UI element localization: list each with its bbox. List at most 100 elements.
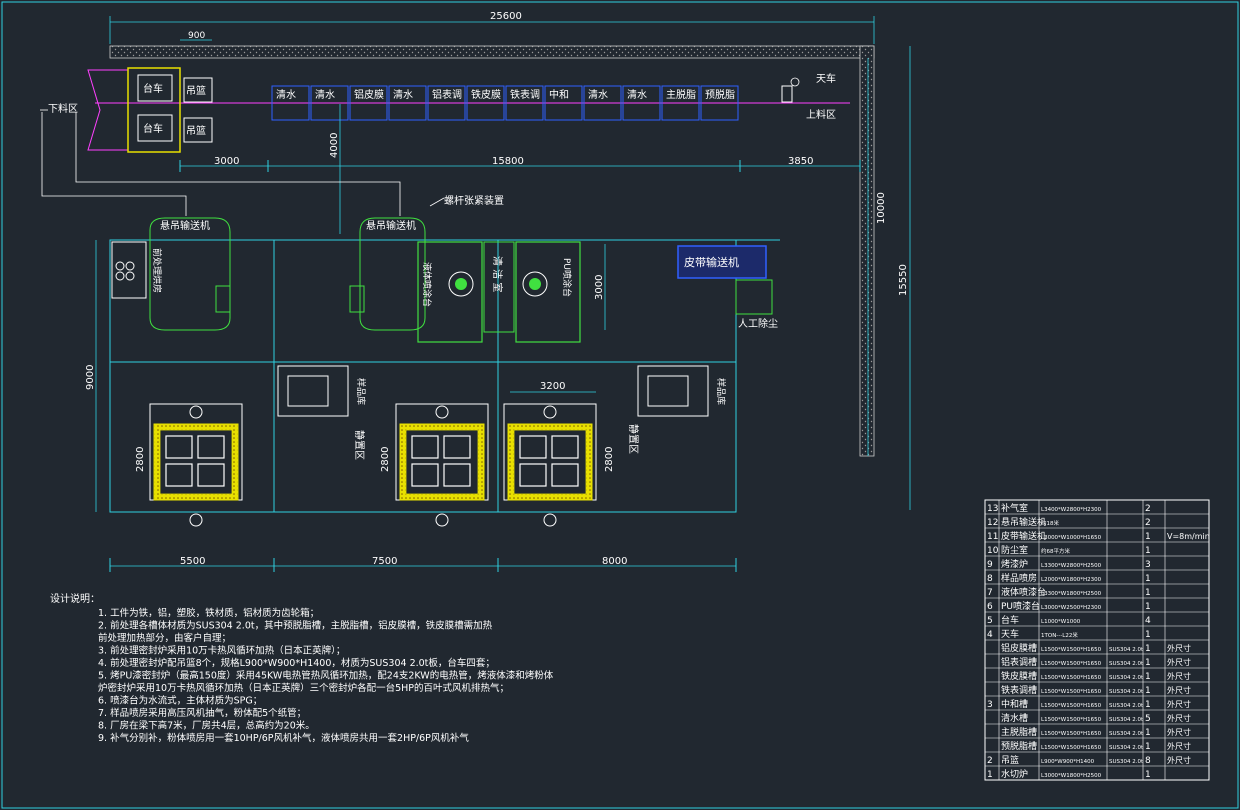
- bom-cell: 铝表调槽: [1001, 656, 1037, 668]
- belt-conveyor[interactable]: 皮带输送机: [677, 245, 767, 279]
- bom-cell: 1: [1145, 644, 1151, 654]
- bom-cell: L1500*W1500*H1650: [1041, 731, 1102, 737]
- dim-7500-text: 7500: [372, 556, 397, 567]
- note-line-10: 9. 补气分别补，粉体喷房用一套10HP/6P风机补气，液体喷房共用一套2HP/…: [98, 732, 469, 744]
- static-zone-1-label: 静置区: [353, 430, 366, 460]
- bom-cell: 1: [1145, 658, 1151, 668]
- belt-conveyor-label: 皮带输送机: [684, 255, 739, 269]
- dim-5500-text: 5500: [180, 556, 205, 567]
- bom-cell: 1: [1145, 602, 1151, 612]
- bom-cell: L3400*W2800*H2300: [1041, 507, 1102, 513]
- dim-3850-text: 3850: [788, 156, 813, 167]
- bom-cell: 9: [987, 560, 993, 570]
- bom-cell: SUS304 2.0t: [1109, 717, 1144, 723]
- dim-9000-text: 9000: [85, 365, 96, 390]
- bom-cell: 1: [1145, 546, 1151, 556]
- tank-label-3: 清水: [393, 88, 413, 101]
- ovens: [149, 403, 597, 527]
- sample-room-2: 样品库: [637, 365, 727, 417]
- bom-cell: L3300*W2800*H2500: [1041, 563, 1102, 569]
- note-line-0: 1. 工件为铁，铝，塑胶，铁材质，铝材质为齿轮箱；: [98, 607, 319, 619]
- bom-cell: L900*W900*H1400: [1041, 759, 1095, 765]
- bom-cell: 外尺寸: [1167, 657, 1191, 667]
- dim-4000-text: 4000: [329, 133, 340, 158]
- dims-tank-line: 3000 15800 3850: [179, 156, 861, 172]
- bom-cell: L1500*W1500*H1650: [1041, 647, 1102, 653]
- note-line-3: 3. 前处理密封炉采用10万卡热风循环加热（日本正英牌）；: [98, 645, 345, 657]
- dim-9000: 9000: [85, 240, 97, 512]
- note-line-7: 6. 喷漆台为水流式，主体材质为SPG；: [98, 695, 262, 707]
- bom-cell: 样品喷房: [1001, 572, 1037, 584]
- dim-900: 900: [180, 31, 212, 41]
- tank-label-4: 铝表调: [432, 88, 462, 101]
- bom-cell: SUS304 2.0t: [1109, 703, 1144, 709]
- bom-cell: L3300*W1800*H2500: [1041, 591, 1102, 597]
- bom-cell: L1500*W1500*H1650: [1041, 675, 1102, 681]
- bom-cell: SUS304 2.0t: [1109, 647, 1144, 653]
- bom-cell: 11: [987, 532, 998, 542]
- tank-11: [700, 85, 739, 121]
- tank-4: [427, 85, 466, 121]
- bom-cell: 1: [987, 770, 993, 780]
- basket-bottom-label: 吊篮: [186, 124, 206, 137]
- dim-2800-c-text: 2800: [604, 447, 615, 472]
- bom-cell: 中和槽: [1001, 698, 1028, 710]
- tank-6: [505, 85, 544, 121]
- dim-8000-text: 8000: [602, 556, 627, 567]
- bom-cell: L1500*W1500*H1650: [1041, 745, 1102, 751]
- conveyor-left[interactable]: 悬吊输送机: [149, 217, 231, 331]
- bom-cell: SUS304 2.0t: [1109, 745, 1144, 751]
- bom-cell: L3000*W1800*H2500: [1041, 773, 1102, 779]
- bom-cell: 2: [1145, 518, 1151, 528]
- bom-cell: L1500*W1500*H1650: [1041, 717, 1102, 723]
- bom-cell: 5: [1145, 714, 1151, 724]
- bom-cell: 台车: [1001, 614, 1019, 626]
- left-oven-label: 前处理烘房: [151, 248, 163, 293]
- conveyor-mid-label: 悬吊输送机: [366, 219, 416, 232]
- bom-cell: 水切炉: [1001, 768, 1028, 780]
- bom-cell: 外尺寸: [1167, 713, 1191, 723]
- clean-room-label: 清 洁 室: [491, 256, 504, 292]
- bom-cell: PU喷漆台: [1001, 600, 1040, 612]
- tank-10: [661, 85, 700, 121]
- dim-3000-v-text: 3000: [594, 275, 605, 300]
- bom-cell: 1: [1145, 588, 1151, 598]
- bom-cell: 铝皮膜槽: [1001, 642, 1037, 654]
- bom-cell: 烤漆炉: [1001, 558, 1028, 570]
- tank-label-1: 清水: [315, 88, 335, 101]
- bom-cell: 吊篮: [1001, 754, 1019, 766]
- bom-cell: 2: [1145, 504, 1151, 514]
- screw-device-label: 螺杆张紧装置: [444, 194, 504, 207]
- bom-cell: 6: [987, 602, 993, 612]
- bom-cell: L1000*W1000: [1041, 619, 1081, 625]
- bom-cell: 铁表调槽: [1001, 684, 1037, 696]
- bom-cell: L2000*W1800*H2300: [1041, 577, 1102, 583]
- bom-cell: 补气室: [1001, 502, 1028, 514]
- dim-2800-a-text: 2800: [135, 447, 146, 472]
- bom-cell: L1500*W1500*H1650: [1041, 703, 1102, 709]
- liquid-booth-label: 液体喷涂台: [421, 262, 433, 307]
- powder-booth: PU喷涂台: [515, 241, 581, 343]
- liquid-booth: 液体喷涂台: [417, 241, 483, 343]
- bom-cell: 1: [1145, 532, 1151, 542]
- note-line-4: 4. 前处理密封炉配吊篮8个，规格L900*W900*H1400，材质为SUS3…: [98, 657, 495, 669]
- conveyor-mid[interactable]: 悬吊输送机 螺杆张紧装置: [349, 194, 504, 331]
- bom-cell: 外尺寸: [1167, 755, 1191, 765]
- dim-15550: 15550: [898, 46, 911, 510]
- tank-1: [310, 85, 349, 121]
- note-line-2: 前处理加热部分，由客户自理；: [98, 632, 231, 644]
- static-zone-2-label: 静置区: [627, 424, 640, 454]
- bom-cell: 悬吊输送机: [1001, 516, 1046, 528]
- sample-room-1: 样品库: [277, 365, 367, 417]
- clean-room: 清 洁 室: [483, 241, 515, 333]
- bom-cell: SUS304 2.0t: [1109, 689, 1144, 695]
- bom-cell: 天车: [1001, 628, 1019, 640]
- dim-2800-b-text: 2800: [380, 447, 391, 472]
- bom-cell: 外尺寸: [1167, 741, 1191, 751]
- bom-cell: 3: [987, 700, 993, 710]
- bom-cell: SUS304 2.0t: [1109, 675, 1144, 681]
- bom-cell: 1: [1145, 728, 1151, 738]
- conveyor-left-label: 悬吊输送机: [160, 219, 210, 232]
